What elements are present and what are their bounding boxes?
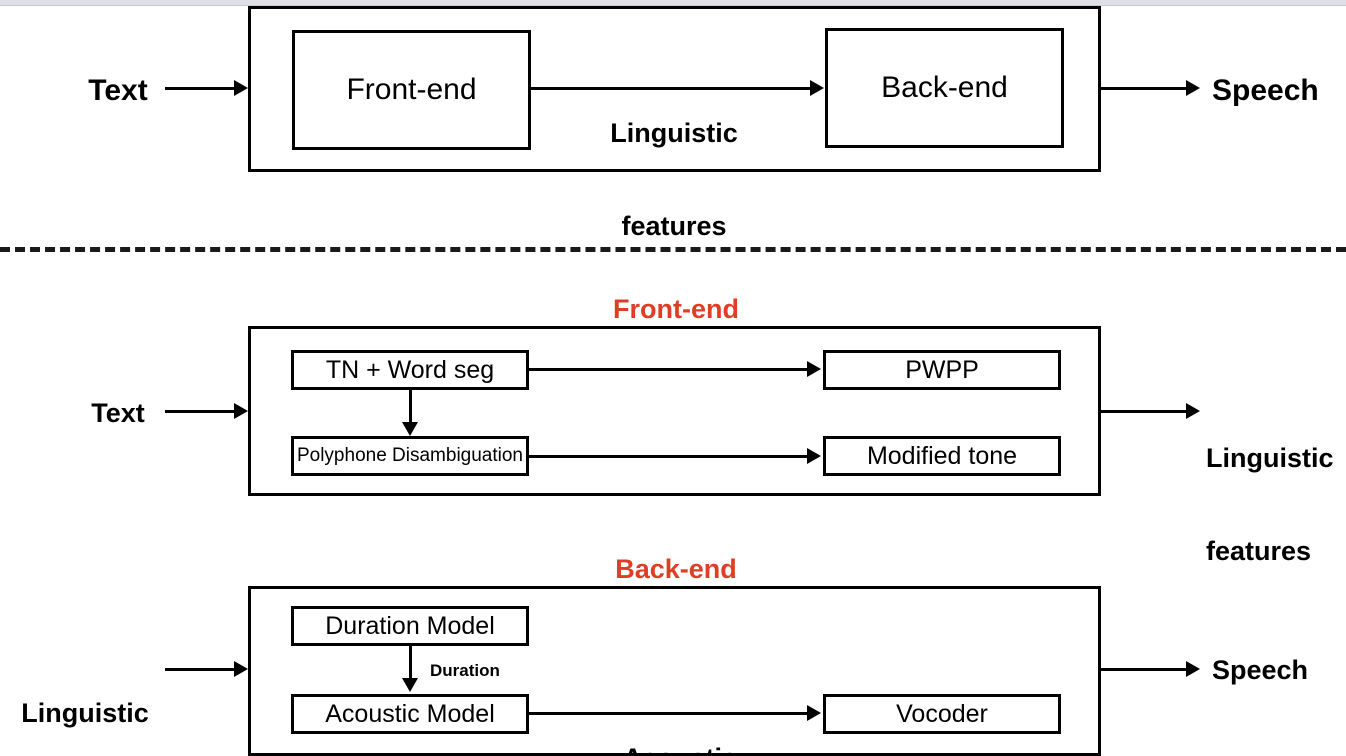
window-top-strip [0,0,1346,5]
frontend-internal-arrow-head [402,422,418,436]
overview-middle-arrow-label: Linguistic features [584,56,764,304]
backend-acoustic-arrow-label-line1: Acoustic [600,743,760,756]
frontend-box-tn-word-seg: TN + Word seg [291,350,529,390]
backend-internal-arrow-label: Duration [430,661,500,680]
overview-backend-box-label: Back-end [881,71,1008,104]
section-divider [0,247,1346,252]
window-top-strip-border [0,5,1346,6]
backend-input-arrow-line [165,668,235,671]
frontend-box-pwpp: PWPP [823,350,1061,390]
frontend-poly-to-tone-arrow-head [807,448,821,464]
backend-box-acoustic-model-label: Acoustic Model [325,699,495,728]
frontend-output-label-line1: Linguistic [1206,443,1334,474]
backend-input-label: Linguistic features [10,636,160,756]
backend-acoustic-arrow-line [529,712,808,715]
backend-internal-arrow-head [402,678,418,692]
frontend-box-polyphone-disambiguation-label: Polyphone Disambiguation [296,445,524,466]
frontend-output-arrow-head [1186,403,1200,419]
overview-backend-box: Back-end [825,28,1064,148]
overview-input-label: Text [88,74,148,107]
frontend-section-title: Front-end [613,294,739,324]
backend-box-acoustic-model: Acoustic Model [291,694,529,734]
overview-middle-arrow-label-line2: features [621,211,727,242]
overview-input-arrow-head [234,80,248,96]
frontend-box-pwpp-label: PWPP [905,355,979,384]
frontend-internal-arrow-line [409,390,412,424]
frontend-box-modified-tone-label: Modified tone [866,441,1018,470]
overview-middle-arrow-label-line1: Linguistic [610,118,738,149]
backend-acoustic-arrow-head [807,705,821,721]
overview-input-arrow-line [165,87,235,90]
frontend-output-label: Linguistic features [1206,381,1346,629]
frontend-input-arrow-line [165,410,235,413]
frontend-box-modified-tone: Modified tone [823,436,1061,476]
backend-box-vocoder-label: Vocoder [896,699,988,728]
backend-box-duration-model-label: Duration Model [325,611,495,640]
frontend-output-label-line2: features [1206,536,1312,567]
frontend-input-label: Text [91,398,145,428]
backend-section-title: Back-end [615,554,737,584]
backend-output-arrow-line [1101,668,1189,671]
backend-output-label: Speech [1212,655,1309,685]
overview-frontend-box: Front-end [292,30,531,150]
overview-output-arrow-line [1101,87,1189,90]
backend-input-label-line1: Linguistic [21,698,149,729]
overview-frontend-box-label: Front-end [346,73,477,106]
frontend-box-polyphone-disambiguation: Polyphone Disambiguation [291,436,529,476]
backend-box-duration-model: Duration Model [291,606,529,646]
frontend-tn-to-pwpp-arrow-head [807,361,821,377]
frontend-input-arrow-head [234,403,248,419]
backend-output-arrow-head [1186,661,1200,677]
overview-middle-arrow-head [810,80,824,96]
backend-box-vocoder: Vocoder [823,694,1061,734]
frontend-tn-to-pwpp-line [529,368,808,371]
overview-middle-arrow-line [531,87,811,90]
overview-output-arrow-head [1186,80,1200,96]
backend-input-arrow-head [234,661,248,677]
frontend-box-tn-word-seg-label: TN + Word seg [325,355,495,384]
backend-acoustic-arrow-label: Acoustic features [600,681,760,756]
frontend-output-arrow-line [1101,410,1189,413]
overview-output-label: Speech [1212,74,1319,107]
backend-internal-arrow-line [409,646,412,680]
frontend-poly-to-tone-line [529,455,808,458]
